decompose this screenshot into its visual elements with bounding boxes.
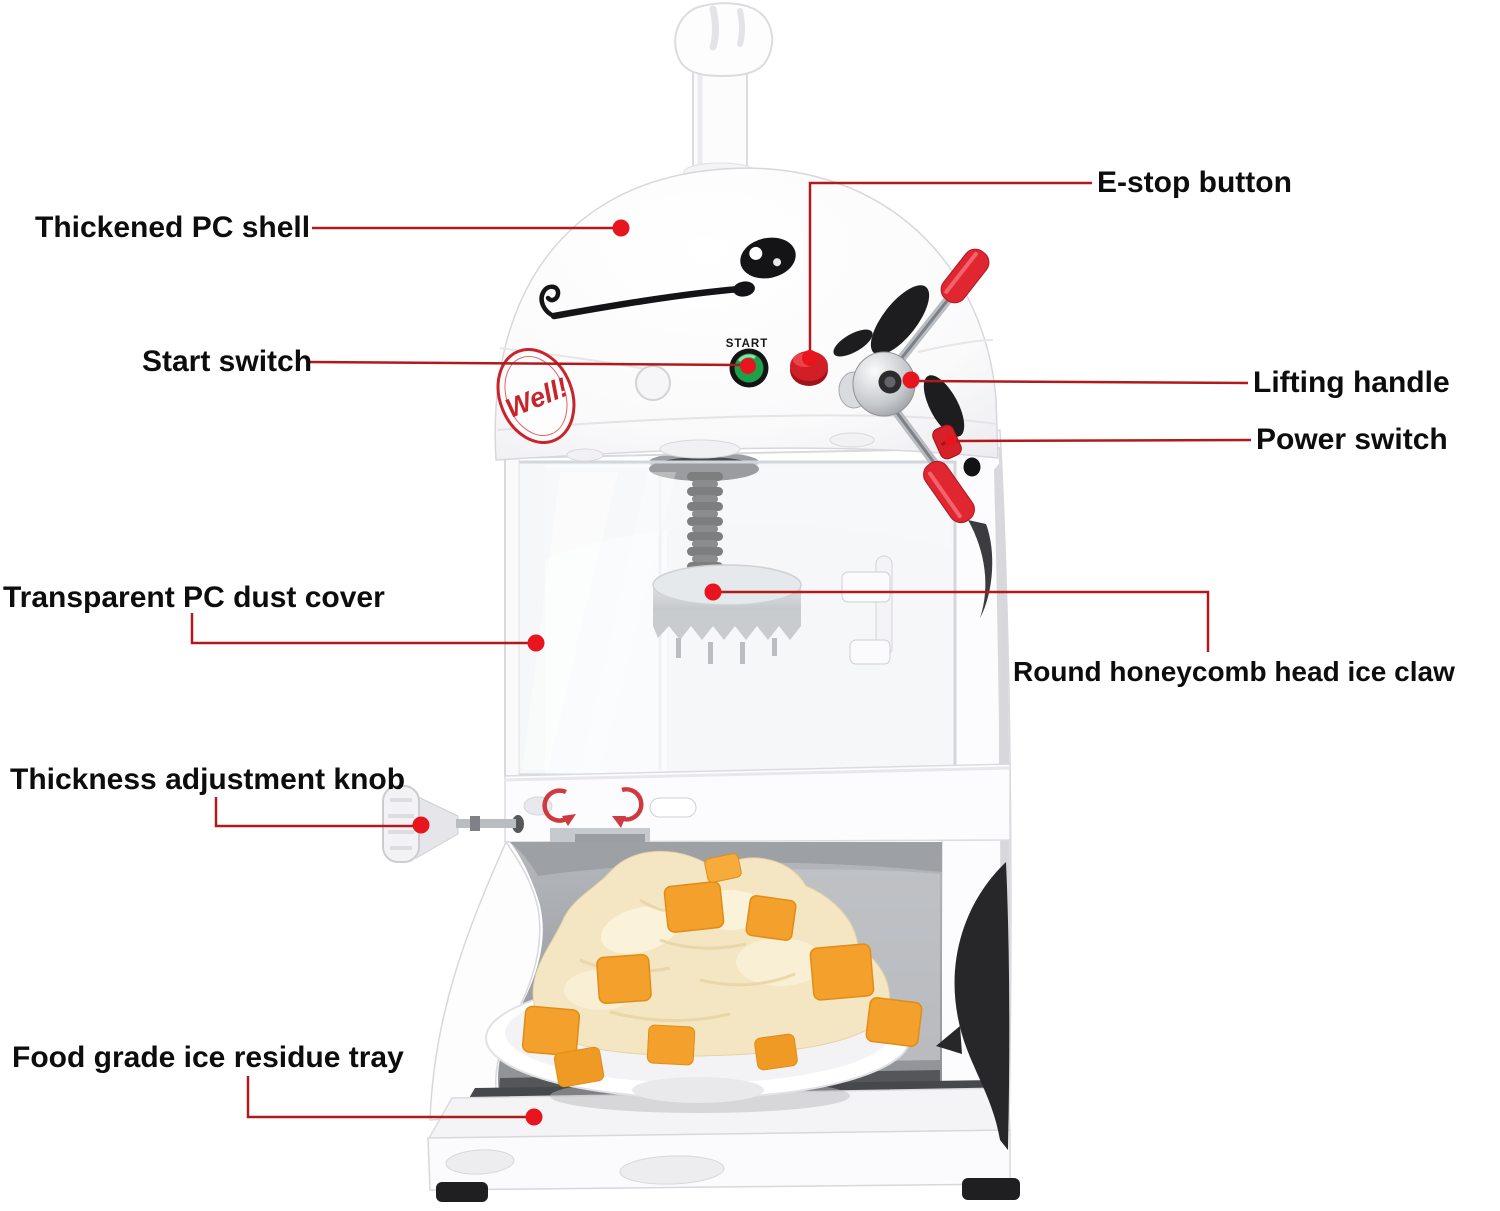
e-stop-button-control: [790, 351, 828, 386]
thickness-knob: [382, 785, 516, 863]
label-thickness-adjustment-knob: Thickness adjustment knob: [10, 763, 406, 796]
label-start-switch: Start switch: [142, 345, 313, 378]
rotation-arrow-cw: [619, 787, 644, 822]
label-lifting-handle: Lifting handle: [1253, 366, 1450, 399]
label-round-honeycomb-head-ice-claw: Round honeycomb head ice claw: [1013, 656, 1455, 687]
cow-spot-lower: [936, 520, 1010, 1150]
brand-logo: Well!: [496, 347, 576, 445]
transparent-dust-cover: [504, 446, 1001, 778]
mango-cubes: [521, 853, 923, 1088]
label-power-switch: Power switch: [1256, 423, 1448, 456]
eye: [740, 237, 796, 279]
label-e-stop-button: E-stop button: [1097, 166, 1292, 199]
honeycomb-ice-claw: [652, 564, 802, 664]
lifting-handle-assembly: [833, 248, 990, 524]
cover-hinge: [841, 571, 891, 603]
foot-right: [962, 1178, 1020, 1200]
rotation-arrow-ccw: [542, 788, 570, 823]
callout-dots: [412, 219, 955, 1126]
handle-grip-lower: [923, 460, 975, 524]
blank-button: [635, 365, 671, 401]
handle-grip-upper: [940, 248, 990, 304]
label-food-grade-ice-residue-tray: Food grade ice residue tray: [12, 1041, 404, 1074]
ice-funnel: [674, 2, 773, 182]
smile: [550, 285, 744, 320]
cartoon-face: [539, 237, 796, 320]
label-thickened-pc-shell: Thickened PC shell: [35, 211, 311, 244]
label-transparent-pc-dust-cover: Transparent PC dust cover: [3, 581, 385, 614]
cover-hinge-lower: [849, 639, 891, 665]
start-button-caption: START: [726, 338, 768, 350]
callout-lines: [190, 181, 1252, 1119]
adjustment-band: [504, 763, 1011, 843]
foot-left: [436, 1182, 488, 1202]
